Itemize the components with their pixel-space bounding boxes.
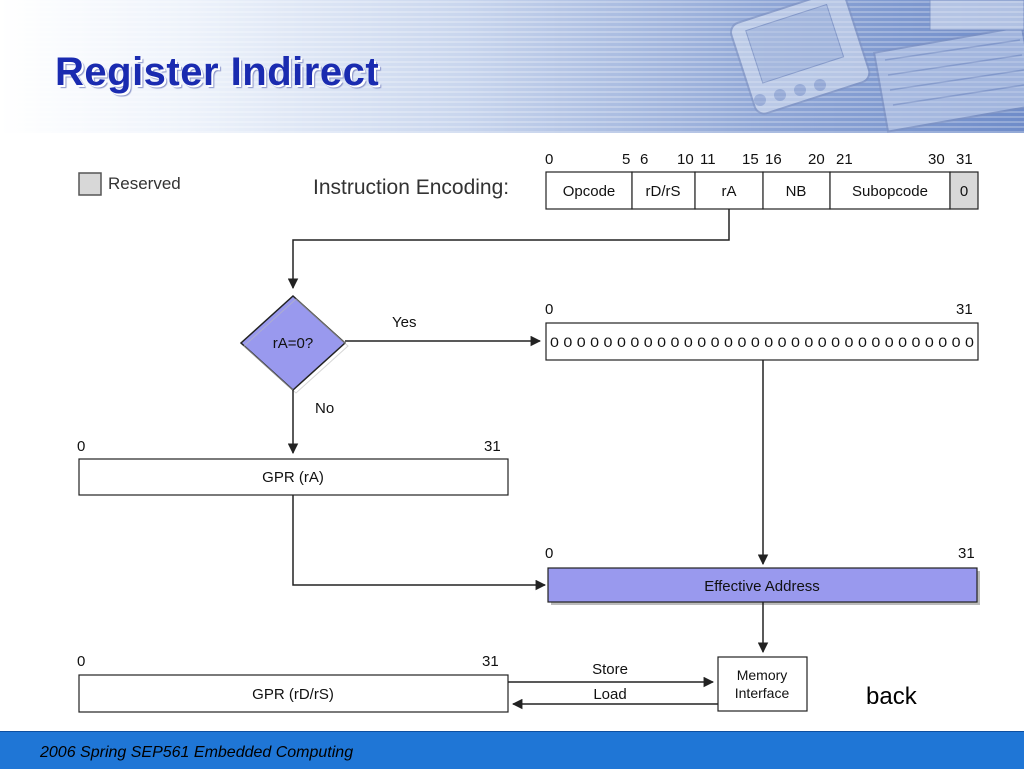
slide-title: Register Indirect xyxy=(55,50,380,94)
field-rd-rs xyxy=(631,171,696,210)
reserved-label: Reserved xyxy=(108,174,181,193)
bit-label: 20 xyxy=(808,151,825,168)
bit-label: 0 xyxy=(545,151,553,168)
encoding-label: Instruction Encoding: xyxy=(313,176,509,199)
bit-label: 31 xyxy=(956,151,973,168)
ea-end-bit: 31 xyxy=(958,545,975,562)
bit-label: 30 xyxy=(928,151,945,168)
field-nb xyxy=(762,171,831,210)
zeros-start-bit: 0 xyxy=(545,301,553,318)
bit-label: 10 xyxy=(677,151,694,168)
decision-label: rA=0? xyxy=(273,335,313,352)
zeros-register xyxy=(545,322,979,361)
bit-label: 16 xyxy=(765,151,782,168)
gpr-ra-register xyxy=(78,458,509,496)
zeros-register-value: 0 0 0 0 0 0 0 0 0 0 0 0 0 0 0 0 0 0 0 0 … xyxy=(550,334,974,350)
encoding-bit-labels: 0 5 6 10 11 15 16 20 21 30 31 xyxy=(545,151,973,168)
field-label: rA xyxy=(722,183,737,200)
gpr-rd-label: GPR (rD/rS) xyxy=(252,686,334,703)
yes-label: Yes xyxy=(392,314,416,331)
ea-label: Effective Address xyxy=(704,578,820,595)
store-label: Store xyxy=(592,661,628,678)
bit-label: 11 xyxy=(700,151,716,168)
ra-to-decision-arrow xyxy=(287,209,730,290)
field-label: NB xyxy=(786,183,807,200)
field-label: rD/rS xyxy=(646,183,681,200)
gpr-rd-end-bit: 31 xyxy=(482,653,499,670)
slide-header: Register Indirect xyxy=(0,0,1024,133)
footer-text: 2006 Spring SEP561 Embedded Computing xyxy=(40,744,354,761)
field-ra xyxy=(694,171,764,210)
back-link[interactable]: back xyxy=(866,683,917,710)
gpr-rd-start-bit: 0 xyxy=(77,653,85,670)
gpr-ra-label: GPR (rA) xyxy=(262,469,324,486)
encoding-fields xyxy=(545,171,979,210)
gpr-rd-register xyxy=(78,674,509,713)
register-indirect-diagram: Reserved Instruction Encoding: 0 5 6 10 … xyxy=(77,151,980,713)
reserved-swatch xyxy=(78,172,102,196)
gpr-ra-end-bit: 31 xyxy=(484,438,501,455)
ea-start-bit: 0 xyxy=(545,545,553,562)
zeros-end-bit: 31 xyxy=(956,301,973,318)
field-opcode xyxy=(545,171,633,210)
bit-label: 21 xyxy=(836,151,853,168)
bit-label: 6 xyxy=(640,151,648,168)
field-label: 0 xyxy=(960,183,968,200)
bit-label: 5 xyxy=(622,151,630,168)
no-label: No xyxy=(315,400,334,417)
memory-line2: Interface xyxy=(735,685,790,701)
bit-label: 15 xyxy=(742,151,759,168)
field-reserved-bit xyxy=(949,171,979,210)
memory-line1: Memory xyxy=(737,667,788,683)
gpr-ra-start-bit: 0 xyxy=(77,438,85,455)
field-label: Opcode xyxy=(563,183,616,200)
slide-footer: 2006 Spring SEP561 Embedded Computing xyxy=(0,731,1024,769)
handheld-keyboard-illustration xyxy=(730,0,1024,133)
load-label: Load xyxy=(593,686,626,703)
gpr-ra-to-ea-arrow xyxy=(292,495,547,591)
memory-interface-box xyxy=(717,656,808,712)
field-label: Subopcode xyxy=(852,183,928,200)
